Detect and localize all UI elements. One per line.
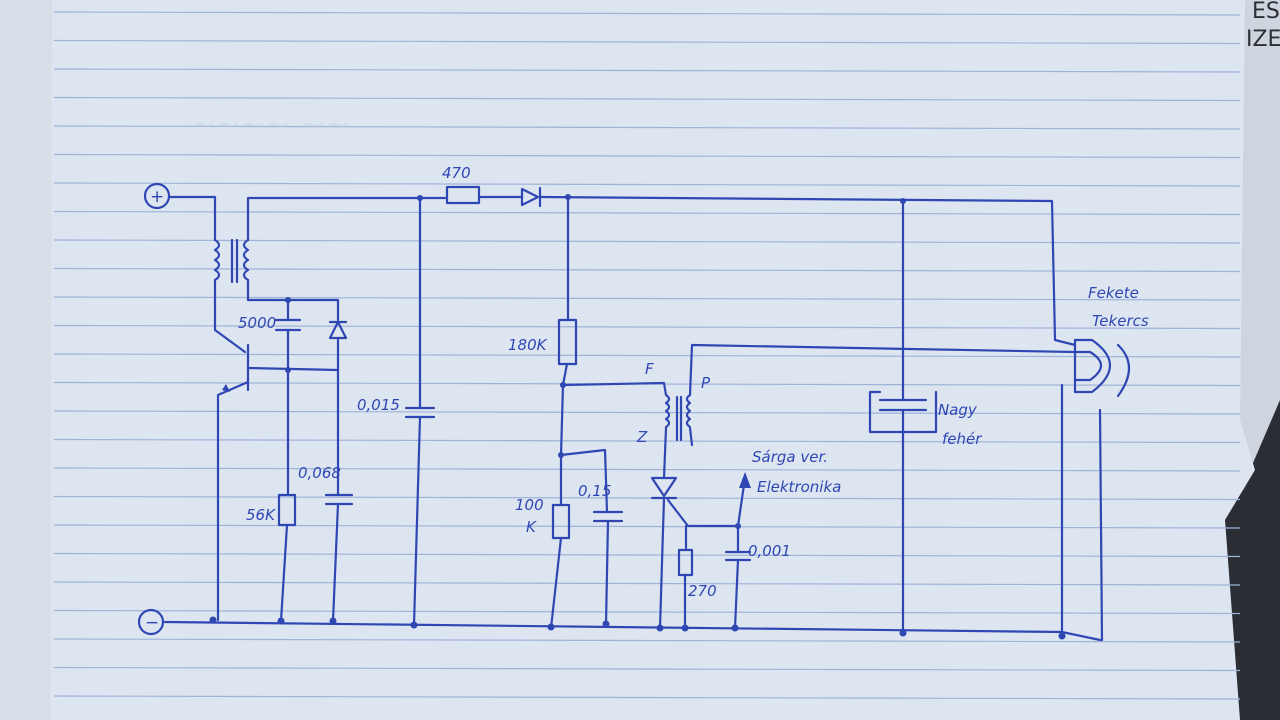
transformer-label-z: Z [636,428,648,446]
capacitor-015-label: 0,15 [578,482,611,500]
positive-terminal-label: + [150,187,164,207]
ruled-line [53,324,1241,330]
diode-vertical [328,320,348,372]
capacitor-large [868,199,938,635]
ruled-line [53,96,1241,102]
capacitor-015 [592,510,624,626]
ruled-line [53,695,1241,700]
note-nagy-line2: fehér [942,430,982,448]
ruled-line [53,638,1241,643]
ruled-line [53,267,1241,273]
transformer-label-p: P [701,374,711,392]
ruled-line [53,495,1241,501]
capacitor-0001 [724,524,752,630]
note-sarga-line1: Sárga ver. [752,448,828,466]
top-rail-main [246,196,447,242]
ruled-line [53,438,1241,444]
ruled-line [53,68,1241,73]
negative-terminal: − [137,608,165,636]
coil-primary-to-scr [662,426,668,480]
note-fekete-line2: Tekercs [1092,312,1149,330]
thyristor [650,476,740,630]
note-fekete-line1: Fekete [1088,284,1139,302]
ruled-line [53,11,1241,16]
ruled-line [53,296,1241,301]
ruled-line [53,153,1241,159]
ruled-line [53,182,1241,187]
ruled-line [53,39,1241,45]
ruled-line [53,353,1241,358]
page-edge-text-bottom: IZE [1246,27,1280,52]
capacitor-5000-label: 5000 [238,314,276,332]
junction-dots [209,194,1066,640]
resistor-470-label: 470 [442,164,471,182]
capacitor-0015-label: 0,015 [357,396,400,414]
negative-terminal-label: − [145,613,159,633]
ruled-line [53,581,1241,586]
paper-sheet [50,0,1255,720]
trafo-primary-to-transistor [213,278,247,354]
ruled-line [53,552,1241,558]
resistor-100k-label-bottom: K [526,518,537,536]
left-paper-edge [0,0,55,720]
ruled-line [53,125,1241,130]
resistor-chain-wire-2 [559,383,609,514]
bleed-through-scribble: ~~~~ ~~ [190,108,350,143]
resistor-270-label: 270 [688,582,717,600]
resistor-100k-wire-bottom [549,536,563,630]
transformer-label-f: F [645,360,654,378]
ruled-line [53,239,1241,244]
top-rail-right [538,195,1077,347]
ruled-line [53,467,1241,472]
capacitor-0068 [324,368,354,623]
capacitor-5000 [274,298,302,372]
ruled-line [53,410,1241,415]
coil-fekete [1060,338,1131,642]
circuit: + − 470 [137,164,1149,642]
resistor-56k-wire-bottom [279,523,289,623]
resistor-470 [445,185,481,205]
coil-bottom-wire [688,426,694,447]
ruled-lines [53,11,1241,700]
capacitor-0015 [404,196,436,627]
transformer-left [213,238,250,284]
transistor [216,343,340,622]
ruled-line [53,524,1241,529]
positive-terminal: + [143,182,171,210]
capacitor-0001-label: 0,001 [748,542,791,560]
ruled-line [53,609,1241,615]
resistor-56k-label: 56K [246,506,276,524]
note-sarga-line2: Elektronika [757,478,841,496]
top-rail-left [168,195,217,242]
ruled-line [53,210,1241,216]
ruled-line [53,666,1241,672]
resistor-100k-label-top: 100 [515,496,544,514]
transformer-small [664,393,692,442]
coil-secondary-wire [688,343,1077,397]
resistor-180k-label: 180K [508,336,548,354]
resistor-chain-wire [561,362,668,397]
note-nagy-line1: Nagy [938,401,978,419]
capacitor-0068-label: 0,068 [298,464,341,482]
page-edge-text-top: ES [1252,0,1280,24]
